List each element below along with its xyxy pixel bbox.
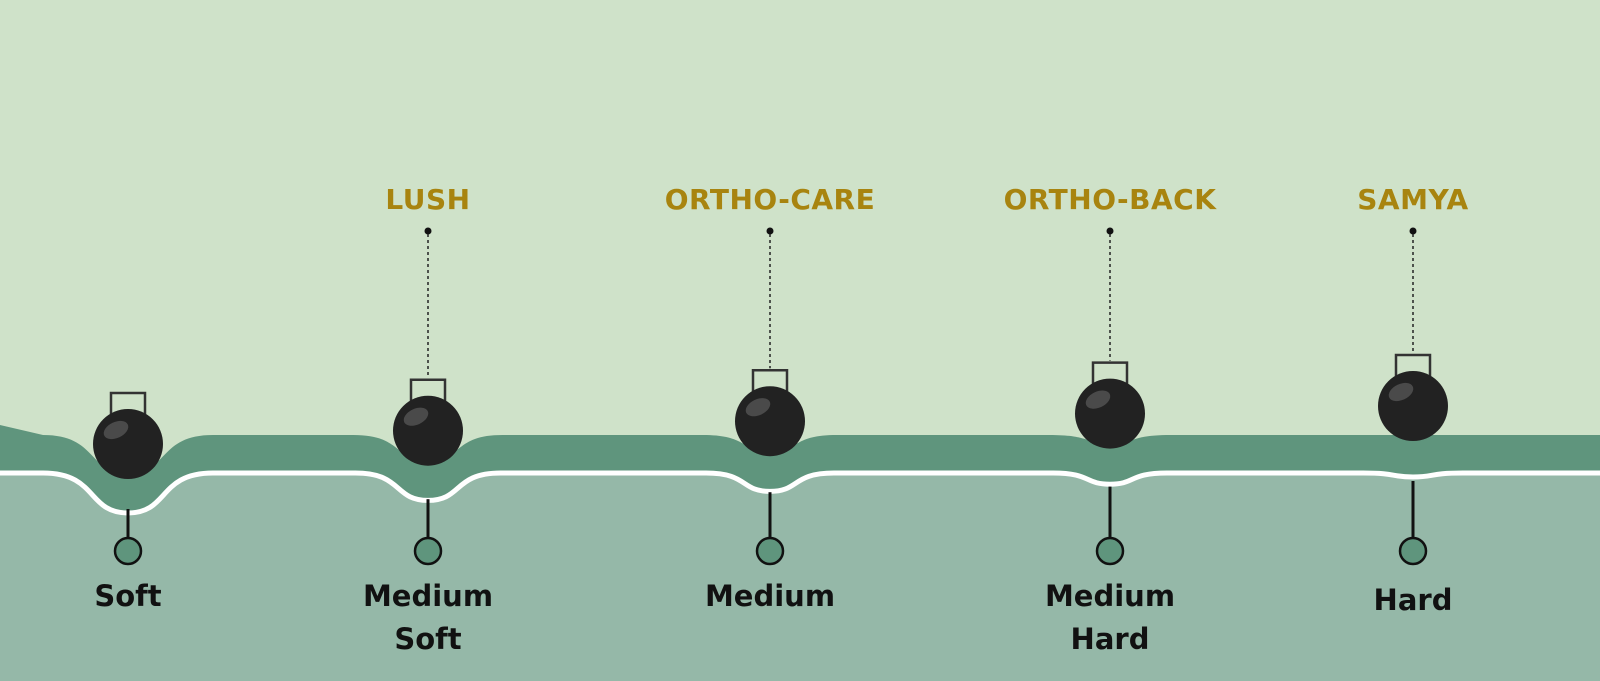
mattress-comfort-layer (0, 425, 1600, 513)
circle-marker-icon (755, 536, 785, 566)
kettlebell-weight-icon (93, 391, 163, 479)
mattress-surface-line (0, 470, 1600, 516)
kettlebell-weight-icon (1075, 361, 1145, 449)
product-label: ORTHO-BACK (1004, 183, 1218, 216)
kettlebell-weight-icon (735, 368, 805, 457)
station-5: SAMYA Hard (1357, 183, 1468, 617)
kettlebell-weight-icon (1378, 353, 1448, 441)
product-label: SAMYA (1357, 183, 1468, 216)
firmness-label: Medium (1045, 579, 1175, 613)
stations-group: SoftLUSHMediumSoftORTHO-CAREMediumORTHO-… (93, 183, 1468, 656)
mattress-base-layer (0, 473, 1600, 681)
pin-dot-icon (1106, 227, 1114, 235)
firmness-label: Hard (1071, 622, 1150, 656)
firmness-label: Soft (394, 622, 461, 656)
circle-marker-icon (1398, 536, 1428, 566)
firmness-label: Soft (94, 579, 161, 613)
pin-dot-icon (766, 227, 774, 235)
firmness-label: Hard (1374, 583, 1453, 617)
pin-dot-icon (1409, 227, 1417, 235)
pin-dot-icon (424, 227, 432, 235)
circle-marker-icon (1095, 536, 1125, 566)
station-3: ORTHO-CARE Medium (665, 183, 876, 613)
product-label: LUSH (385, 183, 470, 216)
firmness-label: Medium (363, 579, 493, 613)
circle-marker-icon (413, 536, 443, 566)
station-1: Soft (93, 391, 163, 613)
kettlebell-weight-icon (393, 378, 463, 466)
product-label: ORTHO-CARE (665, 183, 876, 216)
circle-marker-icon (113, 536, 143, 566)
firmness-label: Medium (705, 579, 835, 613)
